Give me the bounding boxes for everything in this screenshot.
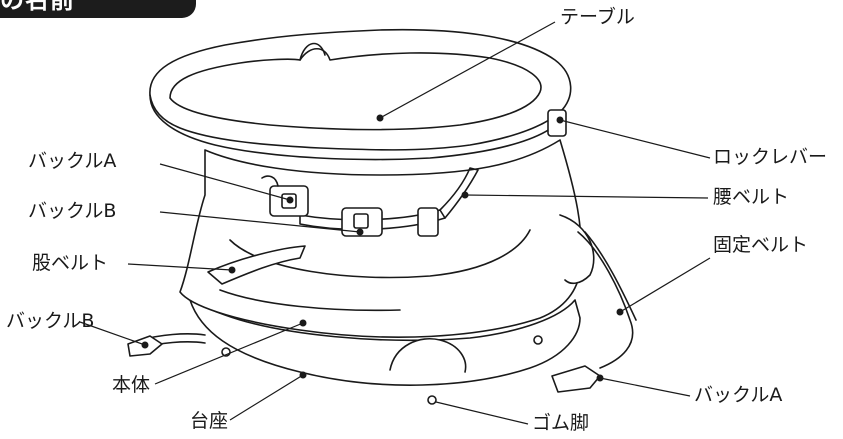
leader-fixing-belt [619,257,711,313]
tray-table [149,28,572,151]
leader-buckle-a-right [599,377,691,397]
rubber-foot-2 [533,335,543,345]
seat-body [179,139,583,338]
seat-base [189,299,581,386]
seat-base-right [559,214,595,285]
fixing-belt [577,231,634,369]
leader-buckle-b-left [79,321,146,346]
leader-crotch-belt [127,263,233,271]
label-lock-lever: ロックレバー [713,146,828,168]
seat-foot-center [389,338,467,373]
leader-table [379,21,556,119]
crotch-belt [207,245,306,285]
leader-buckle-a-top [159,163,291,201]
lock-lever [547,109,567,137]
leader-lock-lever [559,119,711,159]
leader-rubber-foot [435,401,529,425]
buckle-b-top [341,207,383,237]
label-fixing-belt: 固定ベルト [713,234,809,256]
label-crotch-belt: 股ベルト [32,252,109,274]
buckle-a-right [551,365,601,393]
label-base: 台座 [190,410,229,432]
label-buckle-b-top: バックルB [28,200,117,222]
leader-base [229,374,304,421]
label-rubber-foot: ゴム脚 [532,412,590,434]
leader-waist-belt [464,194,709,199]
label-waist-belt: 腰ベルト [713,186,790,208]
section-header-title: の名前 [0,0,75,14]
label-buckle-a-right: バックルA [694,384,783,406]
rubber-foot-3 [427,395,437,405]
label-main-body: 本体 [112,374,151,396]
label-table: テーブル [560,6,635,28]
leader-buckle-b-top [159,211,361,233]
leader-main-body [154,322,304,385]
label-buckle-b-left: バックルB [6,310,95,332]
belt-clip [417,207,439,237]
section-header: の名前 [0,0,196,18]
label-buckle-a-top: バックルA [28,150,117,172]
